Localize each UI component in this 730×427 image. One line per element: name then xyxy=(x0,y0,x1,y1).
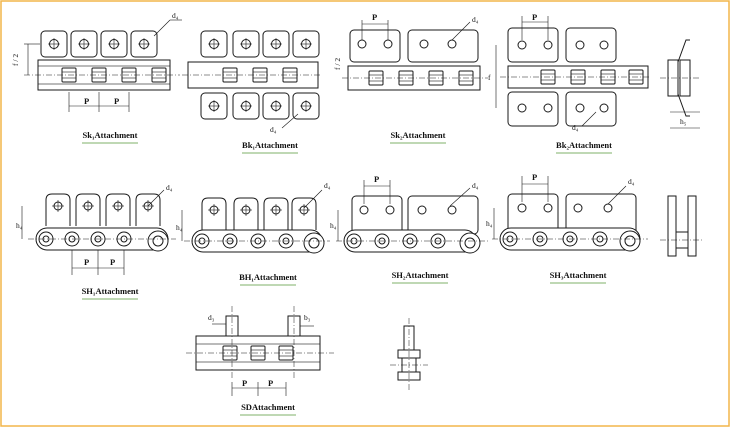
sk2-caption: Sk₂Attachment xyxy=(391,130,446,140)
sh1-h4-symbol: h₄ xyxy=(16,221,23,230)
sd-pitch-symbol-2: P xyxy=(268,378,273,388)
sd-caption: SDAttachment xyxy=(241,402,295,412)
sk1-attachment-drawing xyxy=(24,19,182,112)
sk2-hole-dia-symbol: d₄ xyxy=(472,15,479,24)
sh1-hole-dia-symbol: d₄ xyxy=(166,183,173,192)
sd-b-symbol: b₃ xyxy=(304,313,311,322)
sh2-caption: SH₂Attachment xyxy=(392,270,449,280)
bk2-pitch-symbol: P xyxy=(532,12,537,22)
bk2-h5-symbol: h₅ xyxy=(680,117,687,126)
sd-pitch-symbol-1: P xyxy=(242,378,247,388)
sh2-attachment-drawing xyxy=(336,180,488,254)
sk1-caption: Sk₁Attachment xyxy=(83,130,138,140)
sh3-caption: SH₃Attachment xyxy=(550,270,607,280)
bk2-hole-dia-symbol: d₄ xyxy=(572,123,579,132)
sh3-hole-dia-symbol: d₄ xyxy=(628,177,635,186)
sk1-pitch-symbol-2: P xyxy=(114,96,119,106)
bk2-caption: Bk₂Attachment xyxy=(556,140,612,150)
sh1-attachment-drawing xyxy=(21,189,176,275)
sk2-pitch-symbol: P xyxy=(372,12,377,22)
sh3-attachment-drawing xyxy=(492,176,704,257)
bh1-caption: BH₁Attachment xyxy=(239,272,297,282)
sk2-half-f-symbol: f / 2 xyxy=(333,58,342,70)
sh1-pitch-symbol-1: P xyxy=(84,257,89,267)
bk2-f-symbol: f xyxy=(488,73,491,82)
sk1-half-f-symbol: f / 2 xyxy=(11,54,20,66)
sh1-pitch-symbol-2: P xyxy=(110,257,115,267)
bk1-hole-dia-symbol: d₄ xyxy=(270,125,277,134)
bh1-h4-symbol: h₄ xyxy=(176,223,183,232)
bk1-attachment-drawing xyxy=(182,30,322,129)
sd-pin-dia-symbol: d₃ xyxy=(208,313,215,322)
sk2-attachment-drawing xyxy=(342,20,488,91)
bh1-attachment-drawing xyxy=(181,189,330,254)
sh2-pitch-symbol: P xyxy=(374,174,379,184)
bh1-hole-dia-symbol: d₄ xyxy=(324,181,331,190)
sk1-pitch-symbol-1: P xyxy=(84,96,89,106)
sh2-h4-symbol: h₄ xyxy=(330,221,337,230)
sh3-pitch-symbol: P xyxy=(532,172,537,182)
sh2-hole-dia-symbol: d₄ xyxy=(472,181,479,190)
sh1-caption: SH₁Attachment xyxy=(82,286,139,296)
sk1-hole-dia-symbol: d₄ xyxy=(172,11,179,20)
sd-attachment-drawing xyxy=(186,306,428,396)
bk2-attachment-drawing xyxy=(495,16,700,129)
sh3-h4-symbol: h₄ xyxy=(486,219,493,228)
bk1-caption: Bk₁Attachment xyxy=(242,140,298,150)
